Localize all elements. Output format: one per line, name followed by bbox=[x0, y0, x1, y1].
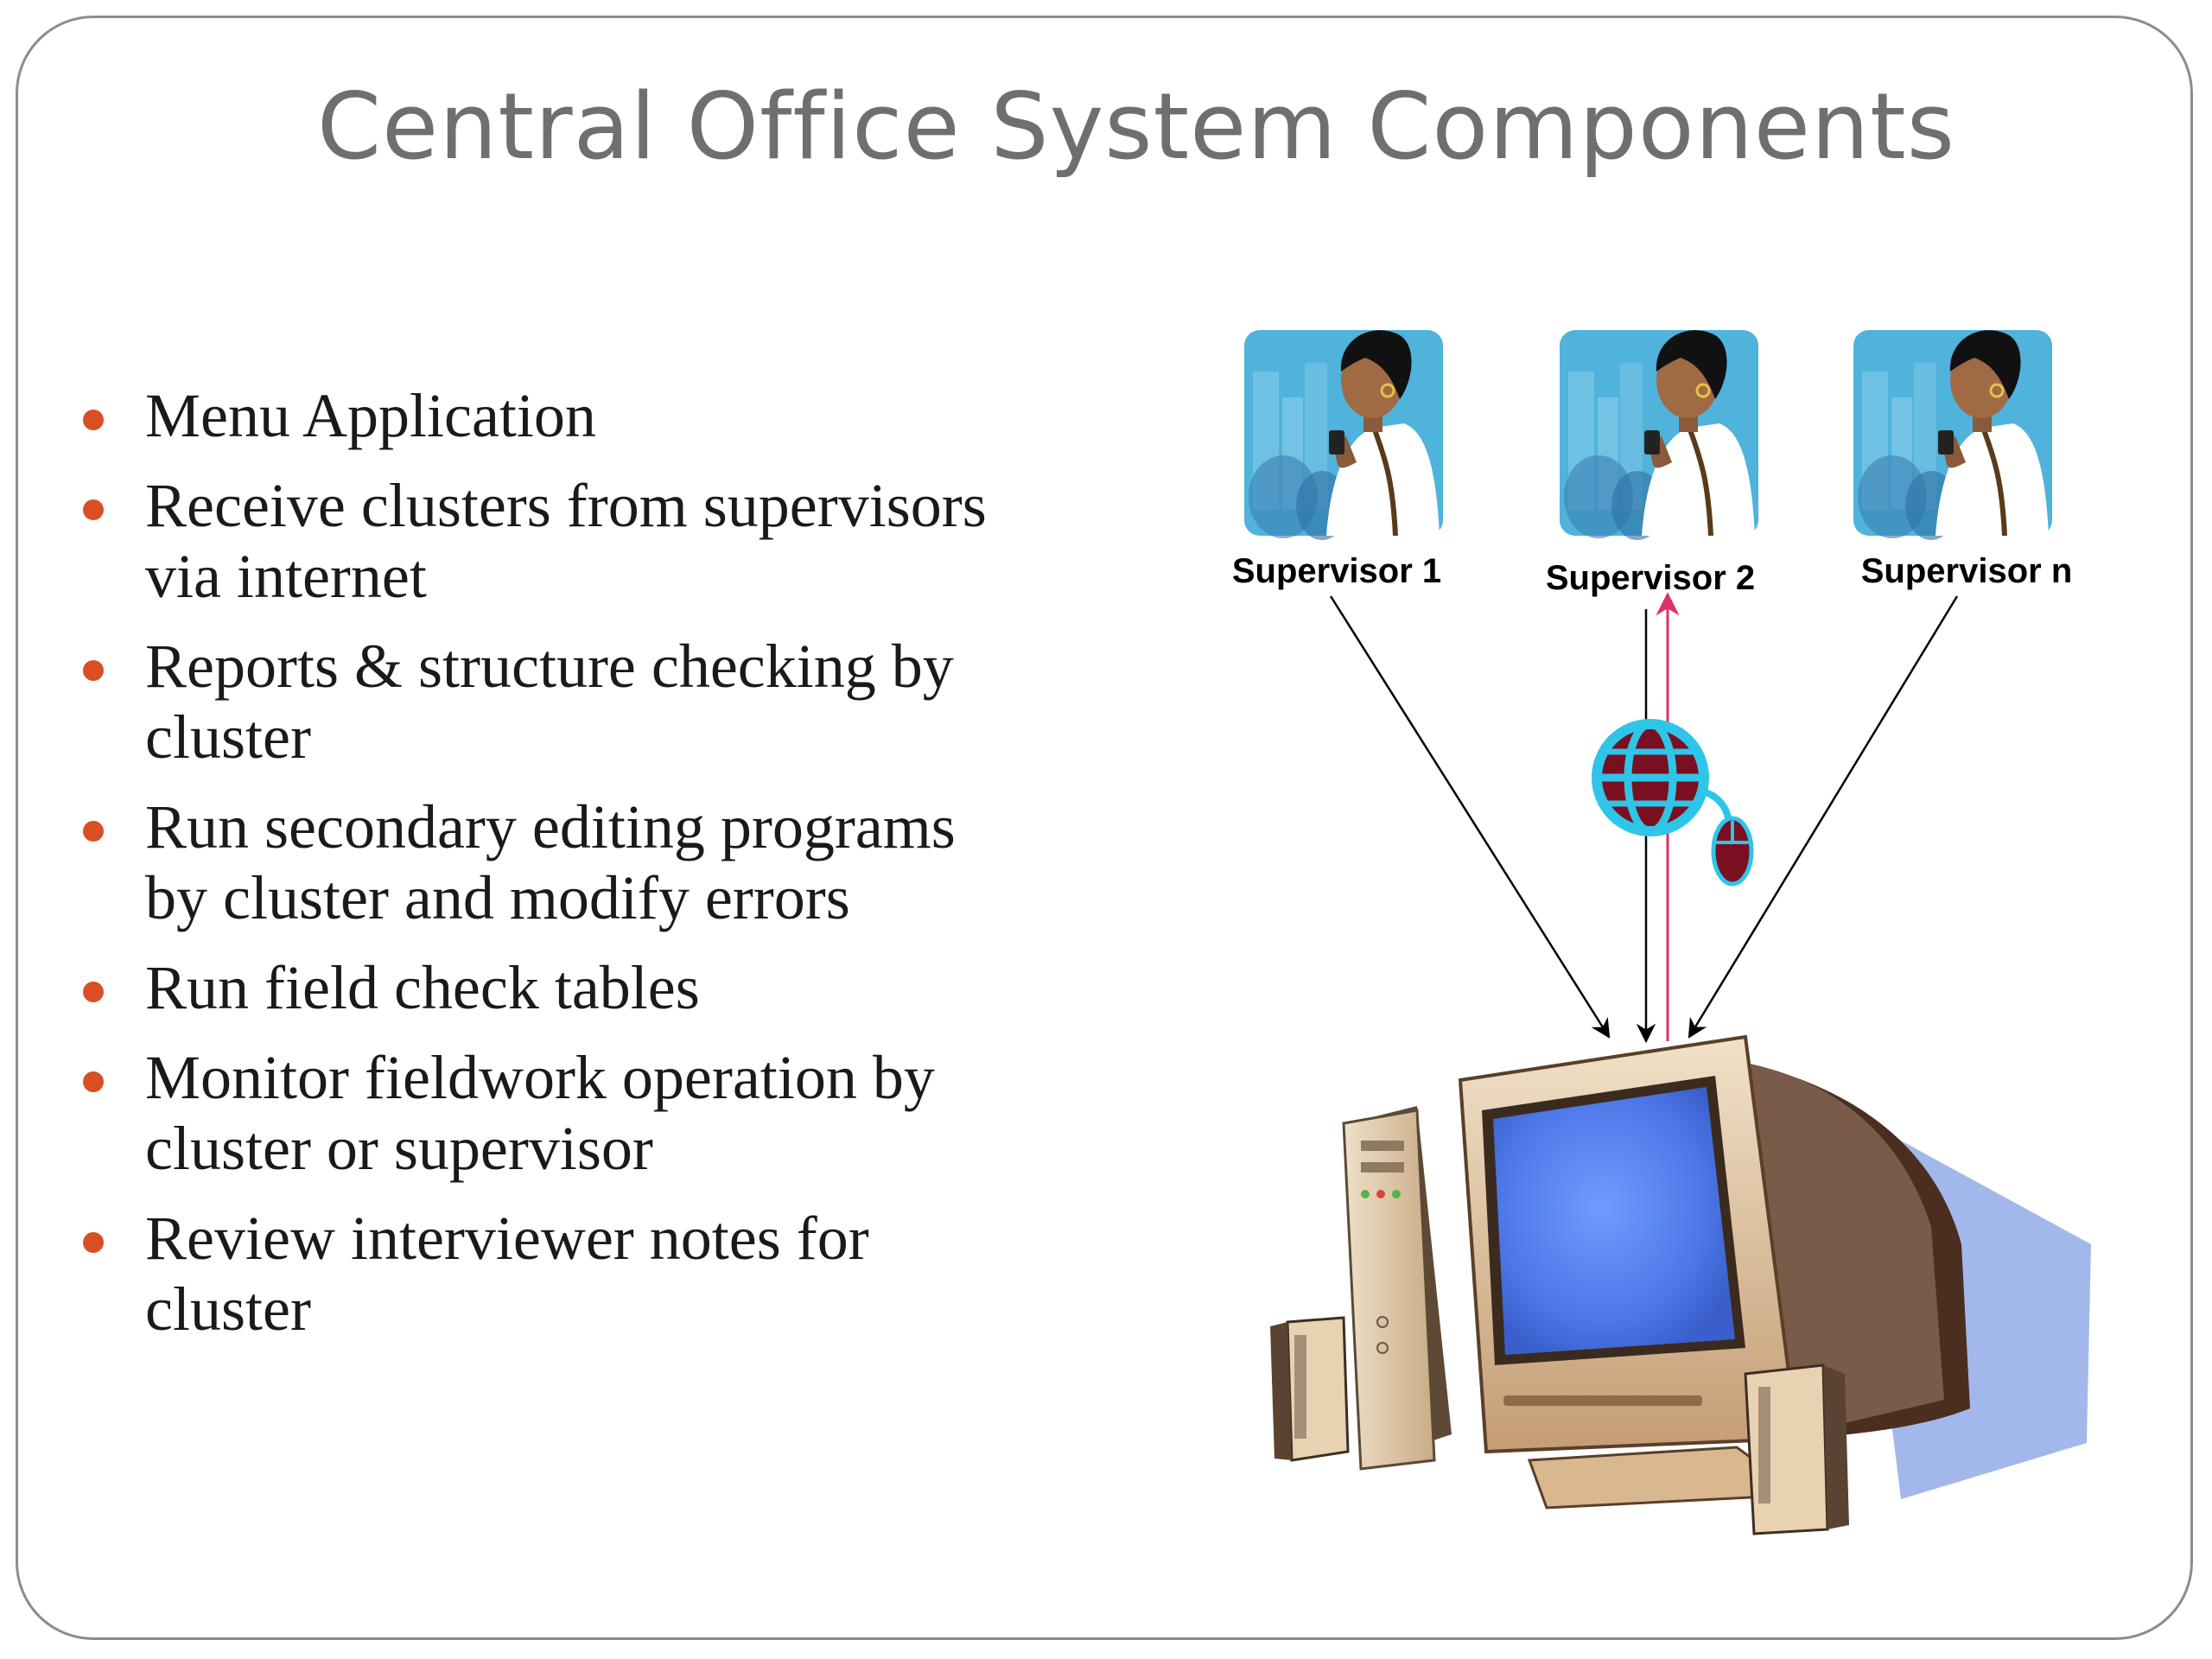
bullet-line: Run secondary editing programs bbox=[145, 792, 956, 861]
bullet-line: Menu Application bbox=[145, 381, 596, 450]
bullet-dot bbox=[83, 499, 104, 520]
bullet-item: Run field check tables bbox=[78, 952, 1097, 1023]
bullet-dot bbox=[83, 1071, 104, 1092]
bullet-dot bbox=[83, 982, 104, 1002]
mouse-icon bbox=[1711, 816, 1754, 887]
globe-icon bbox=[1592, 719, 1736, 843]
supervisor-n-photo bbox=[1853, 330, 2052, 540]
bullet-line: Run field check tables bbox=[145, 953, 700, 1022]
supervisor-2-photo bbox=[1560, 330, 1758, 540]
bullet-line: Monitor fieldwork operation by bbox=[145, 1043, 935, 1112]
bullet-line: cluster bbox=[145, 702, 311, 772]
supervisor-1-photo bbox=[1244, 330, 1443, 540]
bullet-line: Review interviewer notes for bbox=[145, 1204, 869, 1273]
supervisor-1-label: Supervisor 1 bbox=[1232, 552, 1441, 590]
bullet-line: cluster or supervisor bbox=[145, 1114, 653, 1183]
arrow-supervisor-1 bbox=[1329, 595, 1611, 1039]
bullet-line: by cluster and modify errors bbox=[145, 863, 850, 932]
bullet-line: cluster bbox=[145, 1274, 311, 1344]
bullet-dot bbox=[83, 410, 104, 430]
supervisor-2-label: Supervisor 2 bbox=[1546, 559, 1755, 597]
bullet-line: Reports & structure checking by bbox=[145, 632, 954, 701]
bullet-list: Menu Application Receive clusters from s… bbox=[78, 380, 1097, 1363]
slide-title: Central Office System Components bbox=[317, 73, 1955, 180]
bullet-line: Receive clusters from supervisors bbox=[145, 471, 987, 540]
arrow-supervisor-n bbox=[1688, 595, 1959, 1039]
bullet-line: via internet bbox=[145, 542, 427, 611]
bullet-dot bbox=[83, 1232, 104, 1253]
bullet-item: Menu Application bbox=[78, 380, 1097, 451]
bullet-dot bbox=[83, 660, 104, 681]
bullet-dot bbox=[83, 821, 104, 842]
computer-icon bbox=[1270, 1034, 2091, 1535]
supervisor-n-label: Supervisor n bbox=[1861, 552, 2073, 590]
